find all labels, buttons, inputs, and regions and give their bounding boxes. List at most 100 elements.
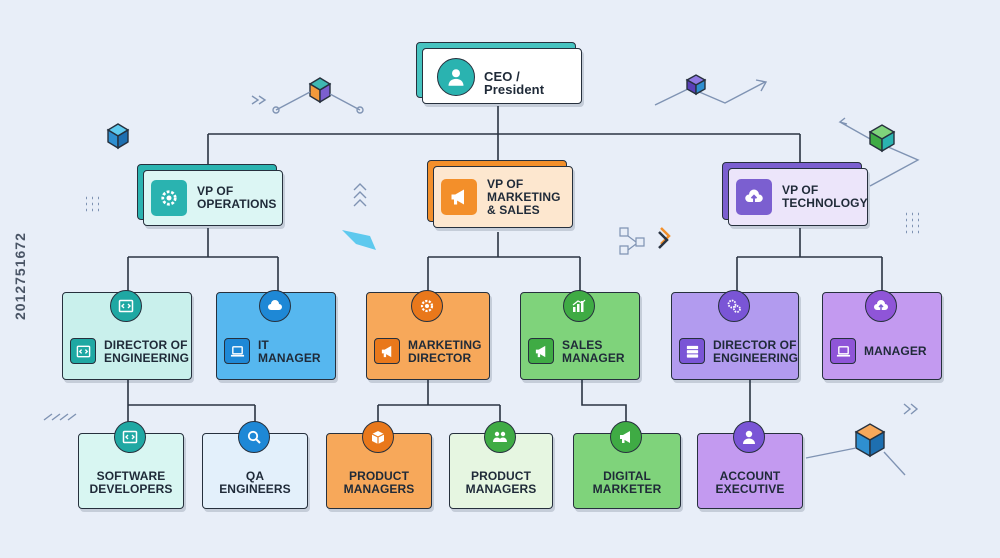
sales-staff-connector [581,380,627,433]
network-line-icon [805,447,906,476]
cube-icon [106,123,130,150]
gear-icon [151,180,187,216]
cube-icon [685,74,707,96]
label-line: OPERATIONS [197,197,277,211]
label-line: MANAGER [258,351,321,365]
ceo-node[interactable]: CEO / President [416,42,582,104]
team-icon [484,421,516,453]
label-line: SALES [562,338,603,352]
code-window-icon [110,290,142,322]
dotted-pattern [906,212,919,234]
bar-chart-icon [563,290,595,322]
label-line: MANAGER [562,351,625,365]
megaphone-icon [610,421,642,453]
label-line: ACCOUNT [719,469,781,483]
cloud-upload-icon [736,179,772,215]
arrow-shape-icon [342,230,376,250]
mktdir-staff-connector [377,380,501,433]
label-line: DEVELOPERS [89,482,173,496]
chevron-right-icon [658,231,669,249]
gears-icon [718,290,750,322]
label-line: ENGINEERING [713,351,799,365]
gear-icon [411,290,443,322]
ceo-title: CEO / President [484,69,545,97]
trend-arrow-icon [654,79,768,106]
label-line: PRODUCT [470,469,532,483]
code-window-icon [114,421,146,453]
label-line: MARKETING [408,338,482,352]
label-line: MANAGER [864,344,927,358]
user-icon [733,421,765,453]
label-line: PRODUCT [348,469,410,483]
manager-node[interactable]: MANAGER [822,290,942,380]
label-line: DIGITAL [603,469,651,483]
label-line: MANAGERS [465,482,537,496]
label-line: ENGINEERING [104,351,190,365]
node-label: MANAGER [864,345,927,358]
user-icon [437,58,475,96]
laptop-icon [830,338,856,364]
double-chevron-icon [903,403,919,415]
label-line: MANAGERS [343,482,415,496]
label-line: SOFTWARE [96,469,166,483]
tech-branch-connector [736,228,883,292]
label-line: EXECUTIVE [715,482,785,496]
mkt-branch-connector [427,232,581,292]
eng-staff-connector [127,380,256,433]
trend-arrow-icon [838,117,920,187]
ceo-to-vp-connector [207,106,801,170]
dotted-pattern [86,196,99,212]
double-chevron-icon [43,413,77,421]
label-line: VP OF [197,184,234,198]
cube-icon [308,77,332,104]
network-line-icon [275,91,361,111]
label-line: DIRECTOR OF [713,338,797,352]
label-line: DIRECTOR [408,351,472,365]
cube-icon [868,124,896,153]
label-line: TECHNOLOGY [782,196,868,210]
label-line: MARKETER [592,482,662,496]
server-icon [679,338,705,364]
chevron-right-icon [660,227,671,245]
megaphone-icon [528,338,554,364]
label-line: & SALES [487,202,540,217]
laptop-icon [224,338,250,364]
watermark-id: 2012751672 [12,232,28,320]
label-line: DIRECTOR OF [104,338,188,352]
double-chevron-icon [251,95,267,105]
box-icon [362,421,394,453]
label-line: QA [245,469,265,483]
cloud-upload-icon [865,290,897,322]
double-chevron-up-icon [353,183,367,207]
megaphone-icon [374,338,400,364]
